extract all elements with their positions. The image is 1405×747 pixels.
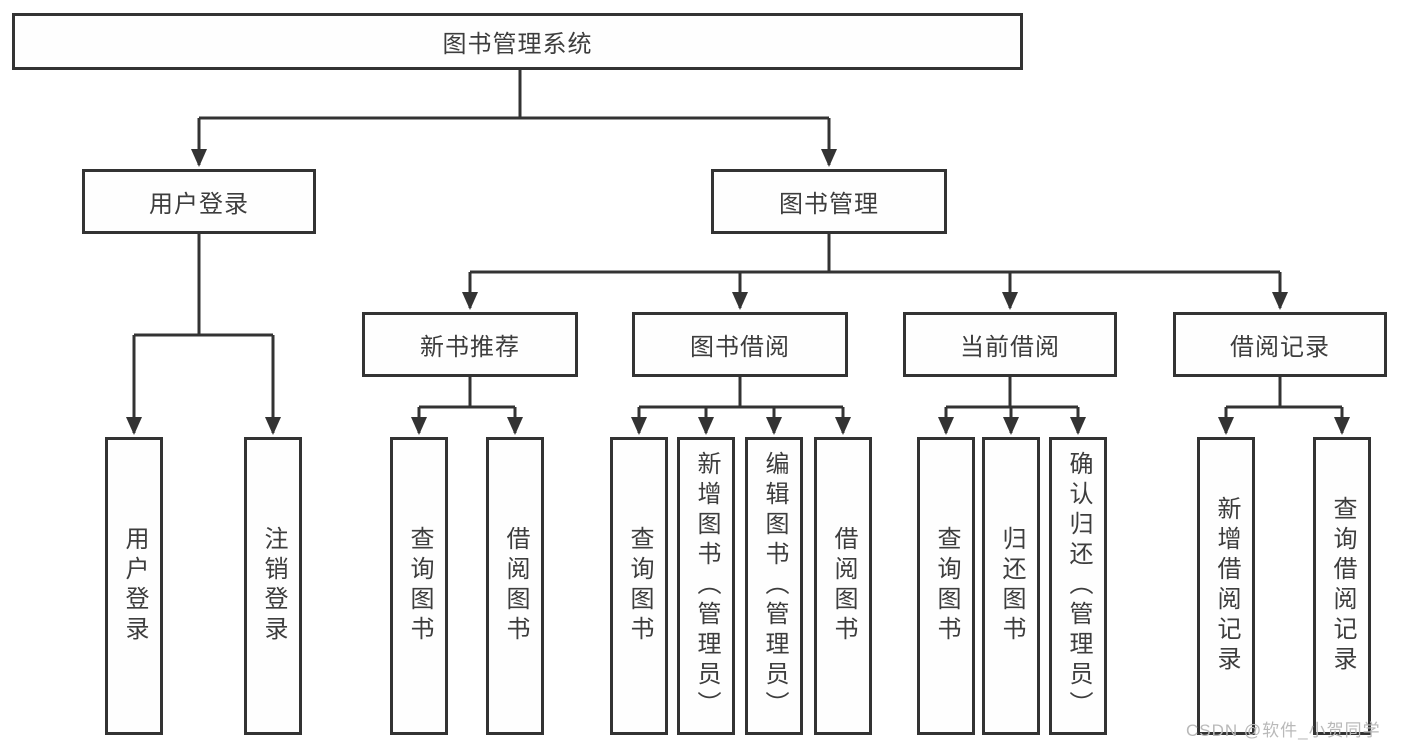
leaf-current-confirm-return-admin: 确认归还（管理员） xyxy=(1049,437,1107,735)
leaf-logout: 注销登录 xyxy=(244,437,302,735)
node-library-system: 图书管理系统 xyxy=(12,13,1023,70)
leaf-borrow-add-book-admin: 新增图书（管理员） xyxy=(677,437,735,735)
node-new-book-recommend: 新书推荐 xyxy=(362,312,578,377)
leaf-borrow-edit-book-admin: 编辑图书（管理员） xyxy=(745,437,803,735)
node-book-management: 图书管理 xyxy=(711,169,947,234)
user-login-subtree-connectors xyxy=(126,234,281,435)
leaf-borrow-query-book: 查询图书 xyxy=(610,437,668,735)
leaf-records-query-record: 查询借阅记录 xyxy=(1313,437,1371,735)
leaf-records-add-record: 新增借阅记录 xyxy=(1197,437,1255,735)
leaf-current-query-book: 查询图书 xyxy=(917,437,975,735)
leaf-recommend-query-book: 查询图书 xyxy=(390,437,448,735)
group-to-leaf-connectors xyxy=(411,377,1350,435)
node-book-borrow: 图书借阅 xyxy=(632,312,848,377)
csdn-watermark: CSDN @软件_小贺同学 xyxy=(1186,721,1381,740)
node-borrow-records: 借阅记录 xyxy=(1173,312,1387,377)
node-current-borrow: 当前借阅 xyxy=(903,312,1117,377)
root-to-level1-connectors xyxy=(191,69,837,167)
book-mgmt-to-level2-connectors xyxy=(462,234,1288,310)
leaf-current-return-book: 归还图书 xyxy=(982,437,1040,735)
leaf-borrow-borrow-book: 借阅图书 xyxy=(814,437,872,735)
leaf-recommend-borrow-book: 借阅图书 xyxy=(486,437,544,735)
leaf-user-login: 用户登录 xyxy=(105,437,163,735)
node-user-login: 用户登录 xyxy=(82,169,316,234)
